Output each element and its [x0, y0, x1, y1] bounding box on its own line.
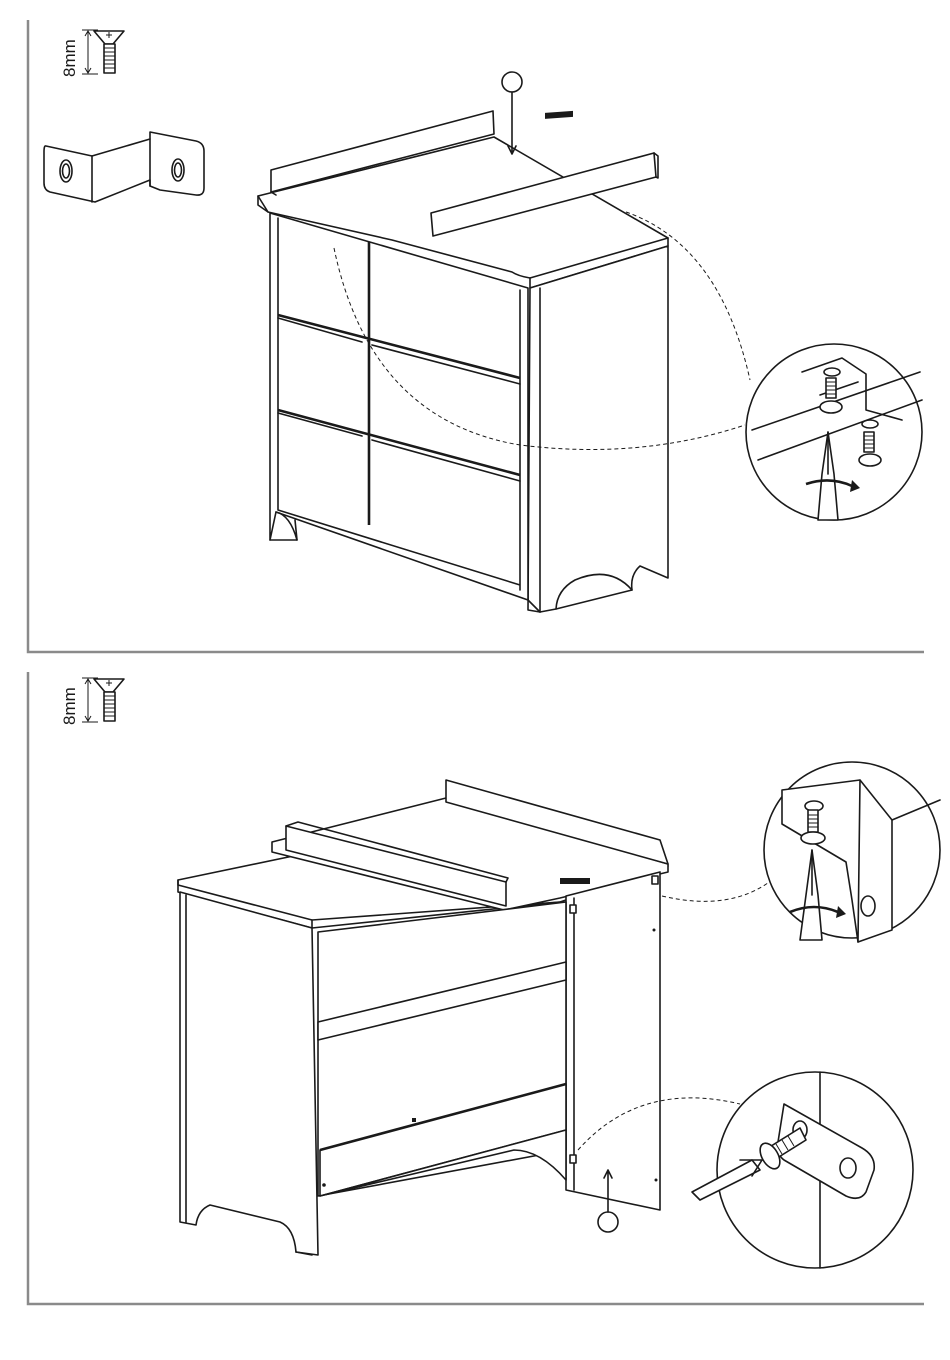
- countersunk-screw-icon: [82, 678, 124, 722]
- changing-dresser-rear-drawing: [178, 780, 668, 1255]
- l-bracket-icon: [44, 132, 204, 202]
- changing-dresser-drawing: [258, 72, 668, 612]
- side-panel: [528, 246, 668, 612]
- side-panel-left: [180, 892, 318, 1255]
- leader-line: [662, 880, 772, 901]
- screw-length-label: 8mm: [60, 39, 79, 77]
- front-frame: [270, 213, 528, 600]
- screw-length-label: 8mm: [60, 687, 79, 725]
- screw-size-indicator-top: 8mm: [60, 30, 124, 77]
- screwdriver-detail-icon: [746, 344, 922, 520]
- screwdriver-detail-icon: [764, 762, 940, 942]
- countersunk-screw-icon: [82, 30, 124, 74]
- side-panel-right: [566, 872, 660, 1210]
- reference-marker: [502, 72, 522, 92]
- screw-size-indicator-bottom: 8mm: [60, 678, 124, 725]
- step-panel-top: 8mm: [28, 20, 924, 652]
- reference-marker: [598, 1212, 618, 1232]
- step-panel-bottom: 8mm: [28, 672, 940, 1304]
